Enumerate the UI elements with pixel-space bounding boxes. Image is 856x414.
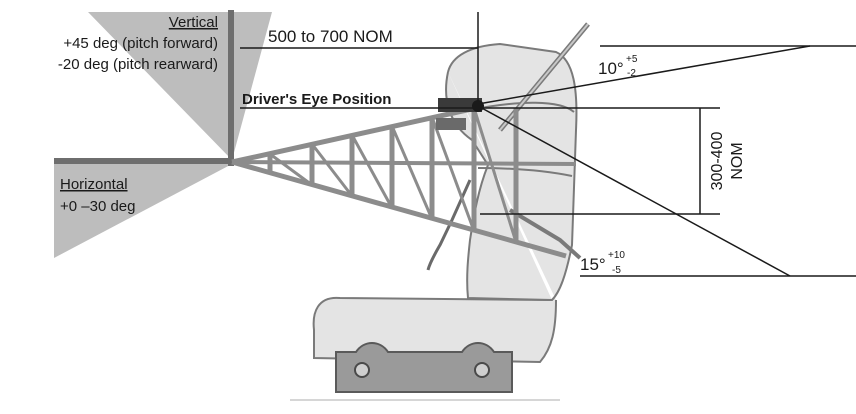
horizontal-line-1: +0 –30 deg bbox=[60, 198, 136, 215]
horizontal-reference-bar bbox=[54, 158, 234, 164]
eye-position-dot-icon bbox=[472, 100, 484, 112]
height-label-value: 300-400 bbox=[709, 132, 726, 191]
upper-angle-plus: +5 bbox=[626, 54, 638, 65]
seat-mount-rail-icon bbox=[290, 342, 560, 401]
vertical-title: Vertical bbox=[169, 14, 218, 31]
height-label-unit: NOM bbox=[729, 142, 746, 179]
upper-angle-line bbox=[477, 45, 811, 105]
distance-label: 500 to 700 NOM bbox=[268, 27, 393, 46]
truss-center-chord bbox=[231, 160, 577, 166]
lower-angle-plus: +10 bbox=[608, 250, 625, 261]
vertical-line-1: +45 deg (pitch forward) bbox=[63, 35, 218, 52]
helmet-chin bbox=[436, 118, 466, 130]
horizontal-title: Horizontal bbox=[60, 176, 128, 193]
truss-bottom-chord bbox=[231, 159, 567, 259]
upper-angle-minus: -2 bbox=[627, 68, 636, 79]
lower-angle-value: 15° bbox=[580, 255, 606, 274]
lower-angle-minus: -5 bbox=[612, 265, 621, 276]
dimension-lines bbox=[240, 12, 856, 277]
bolt-icon bbox=[354, 362, 370, 378]
lower-angle-line bbox=[477, 105, 791, 277]
bolt-icon bbox=[474, 362, 490, 378]
vertical-line-2: -20 deg (pitch rearward) bbox=[58, 56, 218, 73]
sightline-truss bbox=[231, 105, 577, 259]
vertical-fov-wedge bbox=[88, 12, 272, 160]
vertical-reference-bar bbox=[228, 10, 234, 166]
horizontal-fov-wedge bbox=[54, 164, 232, 258]
upper-angle-value: 10° bbox=[598, 59, 624, 78]
eye-position-label: Driver's Eye Position bbox=[242, 91, 391, 108]
